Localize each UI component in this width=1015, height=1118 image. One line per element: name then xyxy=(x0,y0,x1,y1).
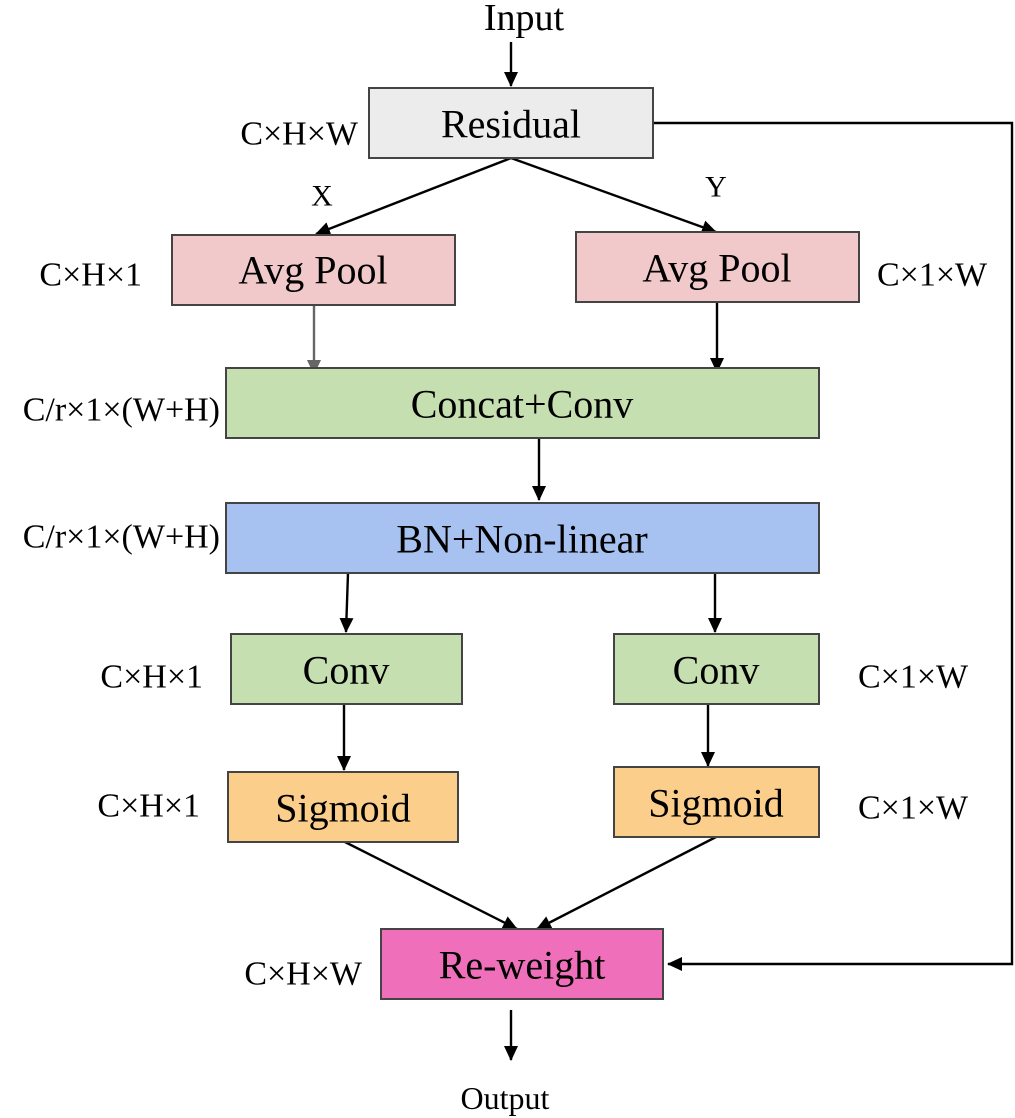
edge-residual-avgpool-y xyxy=(510,156,717,234)
sigmoid-left-node: Sigmoid xyxy=(227,771,459,843)
avg-pool-y-box xyxy=(575,231,860,303)
avg-pool-y-dim-label: C×1×W xyxy=(877,257,988,294)
concat-conv-node: Concat+Conv xyxy=(225,367,820,439)
sigmoid-left-box xyxy=(227,771,459,843)
bn-nonlinear-node: BN+Non-linear xyxy=(225,502,820,574)
conv-left-box xyxy=(230,633,463,705)
conv-right-label: Conv xyxy=(673,648,760,693)
sigmoid-right-box xyxy=(613,766,820,838)
residual-label: Residual xyxy=(441,102,581,147)
avg-pool-x-label: Avg Pool xyxy=(238,248,387,293)
concat-conv-box xyxy=(225,367,820,439)
edge-bn-conv-left xyxy=(339,572,354,633)
sigmoid-right-label: Sigmoid xyxy=(648,781,784,826)
residual-dim-label: C×H×W xyxy=(240,116,359,153)
output-label: Output xyxy=(461,1080,550,1116)
input-label: Input xyxy=(484,0,565,39)
reweight-label: Re-weight xyxy=(439,943,606,988)
bn-nonlinear-box xyxy=(225,502,820,574)
sigmoid-left-dim-label: C×H×1 xyxy=(97,788,200,825)
reweight-node: Re-weight xyxy=(380,928,664,1000)
conv-left-node: Conv xyxy=(230,633,463,705)
sigmoid-right-node: Sigmoid xyxy=(613,766,820,838)
reweight-box xyxy=(380,928,664,1000)
avg-pool-x-box xyxy=(171,234,456,306)
conv-left-label: Conv xyxy=(303,648,390,693)
edge-sigmoid-left-reweight xyxy=(344,840,518,931)
bn-nonlinear-label: BN+Non-linear xyxy=(396,517,647,562)
concat-conv-label: Concat+Conv xyxy=(411,382,634,427)
sigmoid-right-dim-label: C×1×W xyxy=(858,790,969,827)
concat-conv-dim-label: C/r×1×(W+H) xyxy=(23,392,220,429)
reweight-dim-label: C×H×W xyxy=(244,956,363,993)
avg-pool-x-node: Avg Pool xyxy=(171,234,456,306)
avg-pool-y-label: Avg Pool xyxy=(642,246,791,291)
residual-node: Residual xyxy=(368,87,654,159)
edge-sigmoid-right-reweight xyxy=(536,835,717,931)
branch-label-x: X xyxy=(311,180,333,213)
sigmoid-left-label: Sigmoid xyxy=(275,786,411,831)
conv-left-dim-label: C×H×1 xyxy=(100,659,203,696)
conv-right-dim-label: C×1×W xyxy=(858,659,969,696)
conv-right-box xyxy=(613,633,820,705)
residual-box xyxy=(368,87,654,159)
bn-nonlinear-dim-label: C/r×1×(W+H) xyxy=(23,519,220,556)
edge-residual-avgpool-x xyxy=(315,156,512,236)
edges xyxy=(307,42,1014,1061)
avg-pool-y-node: Avg Pool xyxy=(575,231,860,303)
branch-label-y: Y xyxy=(705,171,727,204)
avg-pool-x-dim-label: C×H×1 xyxy=(39,257,142,294)
conv-right-node: Conv xyxy=(613,633,820,705)
edge-residual-skip-reweight xyxy=(653,121,1014,971)
